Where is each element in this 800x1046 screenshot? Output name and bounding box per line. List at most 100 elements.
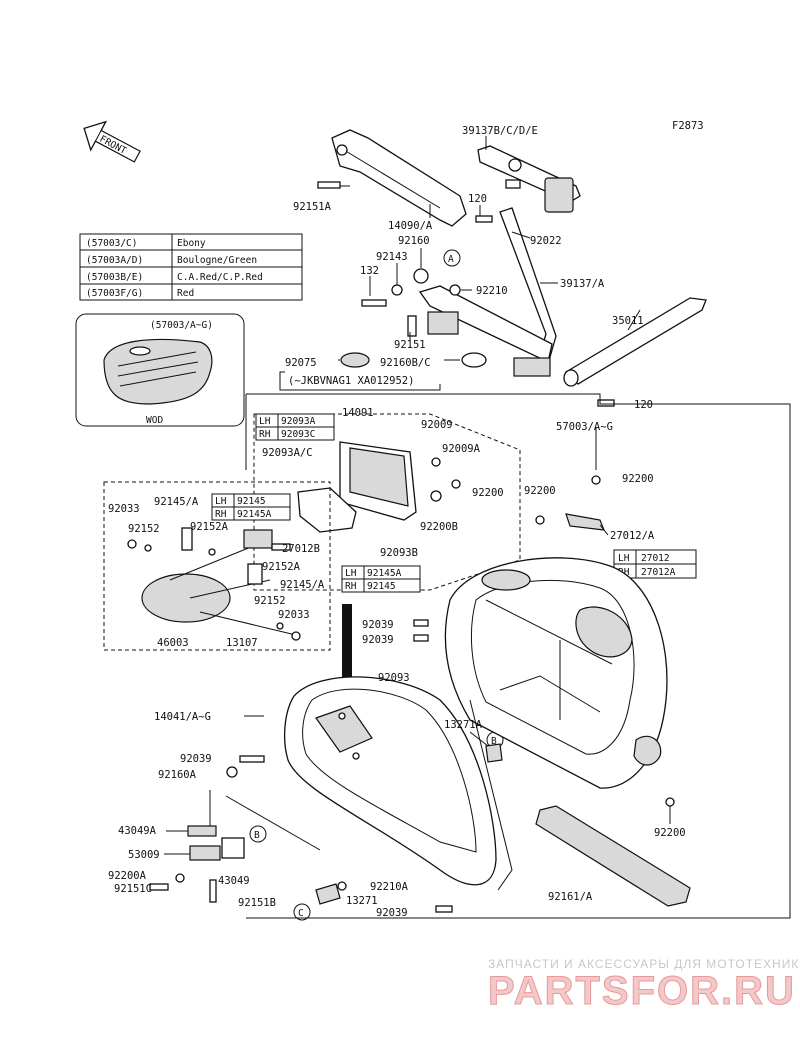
callout: 92152A [262, 561, 301, 573]
callout: 92033 [278, 609, 310, 621]
callout: 92075 [285, 357, 317, 369]
callout: 92039 [376, 907, 408, 919]
latch-striker [565, 513, 605, 531]
callout: 92151B [238, 897, 276, 909]
svg-text:92145: 92145 [237, 496, 266, 507]
svg-text:92145A: 92145A [367, 568, 402, 579]
ref-marker-b1: B [249, 825, 267, 843]
callout: 92160A [158, 769, 197, 781]
callout: 92022 [530, 235, 562, 247]
callout: 27012B [282, 543, 320, 555]
callout: 14091 [342, 407, 374, 419]
svg-text:B: B [254, 830, 260, 841]
callout: 14041/A~G [154, 711, 211, 723]
callout: 92152 [128, 523, 160, 535]
latch-group-outline [103, 481, 331, 651]
inset-caption: WOD [146, 415, 163, 426]
svg-text:LH: LH [345, 568, 357, 579]
callout: 92145/A [154, 496, 199, 508]
svg-text:RH: RH [215, 509, 227, 520]
callout: 92160B/C [380, 357, 431, 369]
color-code: (57003/C) [86, 238, 137, 249]
callout: 132 [360, 265, 379, 277]
color-code: (57003A/D) [86, 255, 143, 266]
saddlebag-case [444, 557, 668, 789]
callout: 27012/A [610, 530, 655, 542]
callout: 13107 [226, 637, 258, 649]
lock-group-outline [253, 413, 521, 591]
color-name: C.A.Red/C.P.Red [177, 272, 263, 283]
front-arrow-icon: FRONT [83, 120, 141, 163]
callout: 120 [634, 399, 653, 411]
guard-rod [563, 297, 707, 387]
callout: 39137/A [560, 278, 605, 290]
svg-text:B: B [491, 736, 497, 747]
callout: 39137B/C/D/E [462, 125, 538, 137]
svg-text:27012A: 27012A [641, 567, 676, 578]
figure-code: F2873 [672, 120, 704, 132]
callout: 92152 [254, 595, 286, 607]
callout: 92200 [622, 473, 654, 485]
svg-text:92093A: 92093A [281, 416, 316, 427]
callout: 92200B [420, 521, 458, 533]
callout: 13271A [444, 719, 483, 731]
callout: 92009A [442, 443, 481, 455]
stay-bar-upper [477, 145, 581, 213]
callout: 13271 [346, 895, 378, 907]
callout: 92039 [362, 634, 394, 646]
svg-text:A: A [448, 254, 454, 265]
callout: 92151 [394, 339, 426, 351]
watermark-logo: PARTSFOR.RU [488, 969, 796, 1013]
saddlebag-lid [284, 676, 513, 891]
lr-table-3: LH 92145A RH 92145 [341, 565, 421, 593]
callout: 53009 [128, 849, 160, 861]
lr-table-4: LH 27012 RH 27012A [613, 549, 697, 579]
svg-text:LH: LH [215, 496, 227, 507]
callout: 92210 [476, 285, 508, 297]
color-code: (57003B/E) [86, 272, 143, 283]
callout: 46003 [157, 637, 189, 649]
color-name: Red [177, 288, 194, 299]
ref-marker-c2: C [293, 903, 311, 921]
svg-text:27012: 27012 [641, 553, 670, 564]
callout: 92145/A [280, 579, 325, 591]
inset-title: (57003/A~G) [150, 320, 213, 331]
callout: 92152A [190, 521, 229, 533]
hardware-upper [317, 181, 615, 407]
svg-text:LH: LH [618, 553, 630, 564]
callout: 14090/A [388, 220, 433, 232]
callout: 92143 [376, 251, 408, 263]
color-code: (57003F/G) [86, 288, 143, 299]
color-name: Ebony [177, 238, 206, 249]
svg-text:92145A: 92145A [237, 509, 272, 520]
callout: 92093B [380, 547, 418, 559]
svg-text:LH: LH [259, 416, 271, 427]
svg-text:92145: 92145 [367, 581, 396, 592]
callout: 92093 [378, 672, 410, 684]
callout: 92151C [114, 883, 152, 895]
callout: 92033 [108, 503, 140, 515]
latch-parts [127, 527, 301, 641]
guard-strip [535, 805, 691, 907]
callout: 92161/A [548, 891, 593, 903]
section-outline [246, 393, 791, 919]
hinge-parts [149, 825, 453, 913]
svg-text:C: C [298, 908, 304, 919]
callout: 92200 [472, 487, 504, 499]
callout: 92151A [293, 201, 332, 213]
callout: 57003/A~G [556, 421, 613, 433]
svg-text:92093C: 92093C [281, 429, 315, 440]
watermark-tagline: ЗАПЧАСТИ И АКСЕССУАРЫ ДЛЯ МОТОТЕХНИКИ [488, 957, 800, 971]
callout: 43049A [118, 825, 157, 837]
ref-marker-a1: A [443, 249, 461, 267]
callout: 92200A [108, 870, 147, 882]
note-range: (~JKBVNAG1 XA012952) [288, 375, 414, 387]
callout: 92009 [421, 419, 453, 431]
callout: 92200 [654, 827, 686, 839]
inset-box: (57003/A~G) WOD [75, 313, 245, 427]
lr-table-2: LH 92145 RH 92145A [211, 493, 291, 521]
lock-plate [297, 441, 461, 533]
callout: 35011 [612, 315, 644, 327]
callout: 92160 [398, 235, 430, 247]
color-name: Boulogne/Green [177, 255, 257, 266]
